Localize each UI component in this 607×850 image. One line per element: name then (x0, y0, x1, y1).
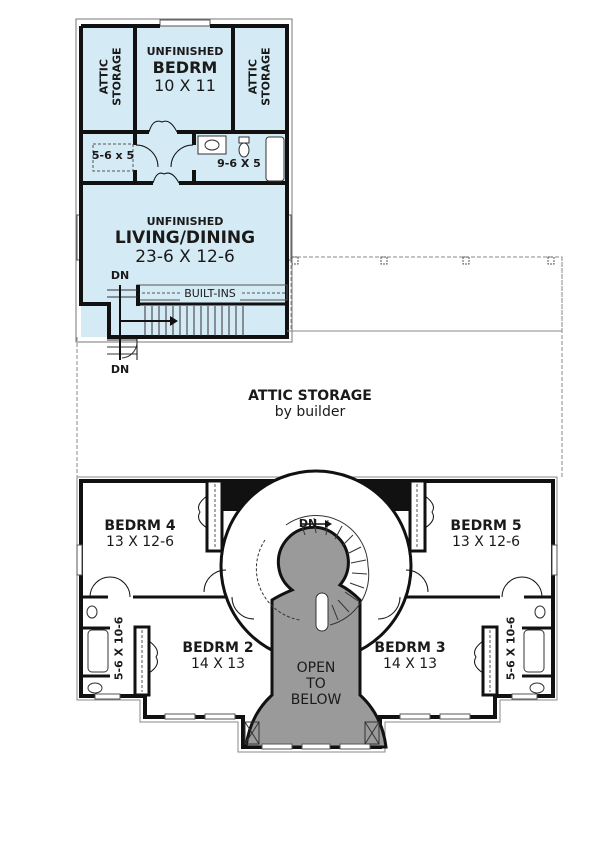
room-name: LIVING/DINING (114, 227, 256, 248)
attic-storage-label: ATTIC STORAGE by builder (230, 388, 390, 420)
room-status: UNFINISHED (146, 45, 224, 58)
room-size: 23-6 X 12-6 (135, 247, 235, 268)
area-title: ATTIC STORAGE (248, 388, 372, 404)
bath-size-label: 9-6 X 5 (217, 157, 261, 170)
attic-storage-left-label: ATTIC STORAGE (97, 42, 123, 112)
built-ins-label: BUILT-INS (180, 287, 240, 301)
main-level (76, 469, 558, 753)
room-size: 13 X 12-6 (451, 534, 521, 551)
label-line: STORAGE (110, 47, 123, 106)
room-name: BEDRM 5 (450, 518, 522, 534)
room-size: 14 X 13 (190, 656, 246, 673)
room-name: BEDRM 2 (182, 640, 254, 656)
living-dining-label: UNFINISHED LIVING/DINING 23-6 X 12-6 (100, 215, 270, 268)
open-to-below-label: OPEN TO BELOW (282, 660, 350, 708)
attic-storage-right-label: ATTIC STORAGE (246, 42, 272, 112)
room-size: 10 X 11 (154, 76, 216, 96)
room-name: BEDRM (152, 57, 218, 77)
room-status: UNFINISHED (146, 215, 224, 228)
bath-left-size-label: 5-6 X 10-6 (112, 616, 126, 681)
room-name: BEDRM 3 (374, 640, 446, 656)
area-subtitle: by builder (274, 404, 346, 421)
label-line: OPEN (296, 660, 336, 676)
label-line: STORAGE (259, 47, 272, 106)
stair-down-label-bottom: DN (110, 363, 130, 376)
closet-size-label: 5-6 x 5 (91, 149, 135, 162)
room-size: 14 X 13 (382, 656, 438, 673)
bath-right-size-label: 5-6 X 10-6 (504, 616, 518, 681)
room-size: 13 X 12-6 (105, 534, 175, 551)
label-line: ATTIC (246, 59, 260, 95)
label-line: BELOW (290, 692, 342, 709)
upper-level (75, 18, 293, 360)
label-line: ATTIC (97, 59, 111, 95)
unfinished-bedroom-label: UNFINISHED BEDRM 10 X 11 (137, 45, 233, 96)
room-name: BEDRM 4 (104, 518, 176, 534)
bedroom5-label: BEDRM 5 13 X 12-6 (436, 518, 536, 550)
bedroom3-label: BEDRM 3 14 X 13 (360, 640, 460, 672)
stair-down-label-top: DN (110, 269, 130, 282)
label-line: TO (306, 676, 326, 693)
spiral-stair-down-label: DN (298, 517, 318, 530)
bedroom4-label: BEDRM 4 13 X 12-6 (90, 518, 190, 550)
bedroom2-label: BEDRM 2 14 X 13 (168, 640, 268, 672)
attic-storage-area (76, 256, 563, 477)
